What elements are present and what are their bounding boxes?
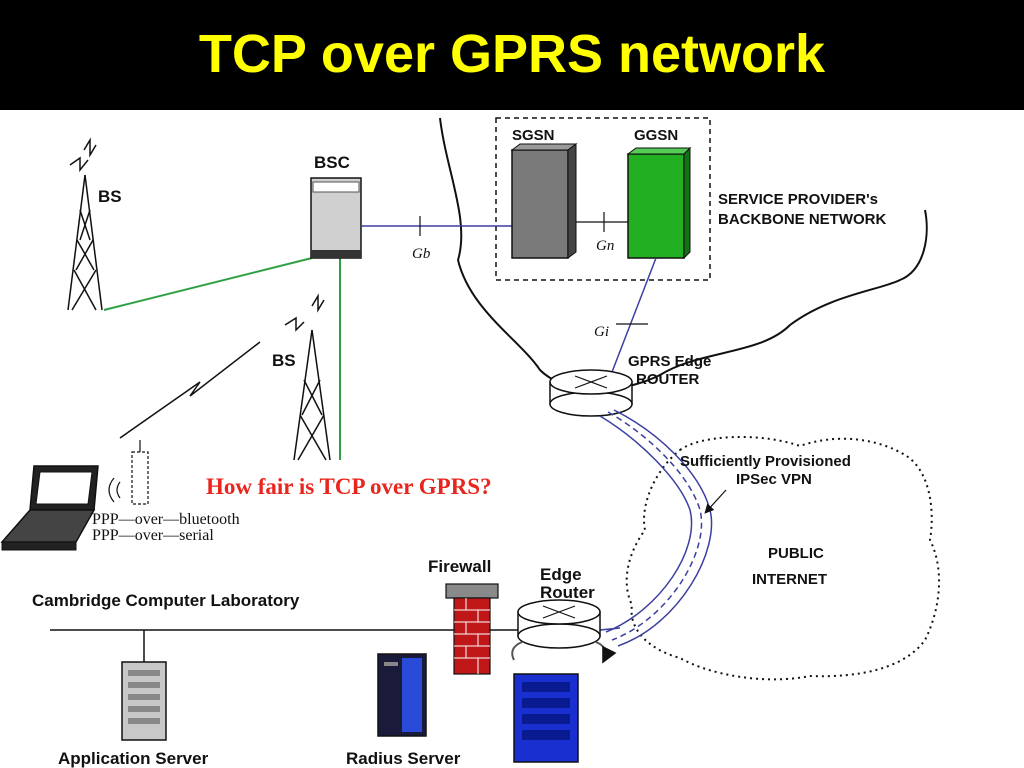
vpn-tunnel-solid-2 (613, 409, 713, 647)
bs2-label: BS (272, 351, 296, 370)
vpn-tunnel-dashed (607, 411, 703, 641)
firewall-label: Firewall (428, 557, 491, 576)
app-server-label: Application Server (58, 749, 209, 768)
ppp-label-line1: PPP—over—bluetooth (92, 511, 240, 528)
gi-label: Gi (594, 324, 609, 340)
provider-boundary (439, 117, 928, 391)
lab-label: Cambridge Computer Laboratory (32, 591, 300, 610)
bluetooth-signal (108, 477, 121, 503)
ggsn-label: GGSN (634, 127, 678, 144)
bluetooth-device (131, 440, 149, 505)
vpn-label-line2: IPSec VPN (736, 471, 812, 488)
ggsn-box (626, 146, 692, 260)
backbone-box (495, 117, 711, 281)
router-arrows (511, 641, 606, 660)
gprs-edge-router-label-line2: ROUTER (636, 371, 700, 388)
gb-label: Gb (412, 246, 431, 262)
sgsn-label: SGSN (512, 127, 555, 144)
slide-title: TCP over GPRS network (198, 24, 826, 84)
vpn-tunnel-solid (599, 415, 693, 633)
backbone-label-line2: BACKBONE NETWORK (718, 211, 886, 228)
backbone-label-line1: SERVICE PROVIDER's (718, 191, 878, 208)
bsc-cabinet (310, 177, 362, 259)
network-diagram: BS BS BSC Gb SGSN Gn GGSN (0, 117, 940, 768)
blue-server-stack (513, 673, 579, 763)
gn-label: Gn (596, 238, 614, 254)
radius-server-label: Radius Server (346, 749, 461, 768)
bs1-label: BS (98, 187, 122, 206)
laptop (0, 465, 99, 551)
radio-link (119, 341, 261, 439)
bs-tower-2 (284, 293, 331, 461)
bs1-to-bsc-link (103, 257, 313, 311)
vpn-label-arrow (704, 489, 727, 514)
gprs-edge-router (549, 369, 633, 417)
application-server (121, 630, 167, 741)
vpn-label-line1: Sufficiently Provisioned (680, 453, 851, 470)
public-internet-cloud (625, 435, 940, 681)
question-text: How fair is TCP over GPRS? (206, 474, 492, 499)
lab-router-label-line2: Router (540, 583, 595, 602)
firewall (445, 583, 499, 675)
radius-server (377, 653, 427, 737)
bs-tower-1 (67, 137, 103, 311)
sgsn-box (510, 143, 578, 259)
lab-router-to-vpn-link (599, 627, 621, 631)
lab-edge-router (517, 599, 601, 649)
internet-label-line1: PUBLIC (768, 545, 824, 562)
bsc-label: BSC (314, 153, 350, 172)
ggsn-to-edge-router-link (611, 257, 657, 373)
ppp-label-line2: PPP—over—serial (92, 527, 214, 544)
title-bar (0, 0, 1024, 110)
gprs-edge-router-label-line1: GPRS Edge (628, 353, 711, 370)
internet-label-line2: INTERNET (752, 571, 827, 588)
lab-router-label-line1: Edge (540, 565, 582, 584)
